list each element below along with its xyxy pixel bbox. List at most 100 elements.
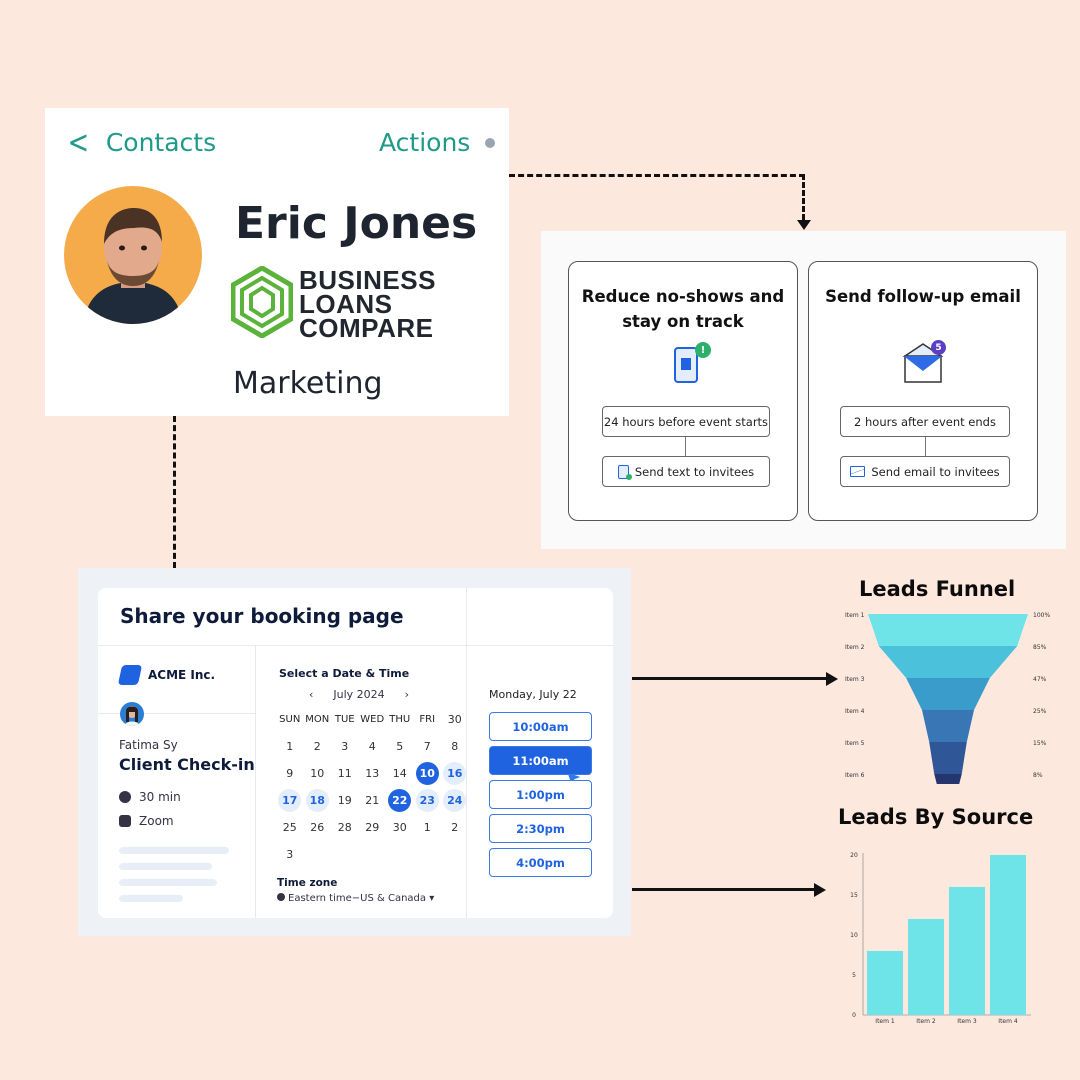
company-name: BUSINESS LOANS COMPARE <box>299 265 436 343</box>
workflow-panel: Reduce no-shows and stay on track ! 24 h… <box>541 231 1066 549</box>
clock-icon <box>119 791 131 803</box>
calendar-day[interactable]: 10 <box>414 760 442 787</box>
calendar-day: 21 <box>365 794 380 807</box>
globe-icon <box>277 893 285 901</box>
time-slot-button[interactable]: 4:00pm <box>489 848 592 877</box>
calendar-day[interactable]: 16 <box>441 760 469 787</box>
org-name: ACME Inc. <box>148 668 216 682</box>
company-logo-icon <box>230 265 294 342</box>
workflow-trigger[interactable]: 24 hours before event starts <box>602 406 770 437</box>
calendar-day[interactable]: 24 <box>441 787 469 814</box>
alert-badge: ! <box>695 342 711 358</box>
calendar-day: 10 <box>310 767 325 780</box>
workflow-card[interactable]: Send follow-up email 5 2 hours after eve… <box>808 261 1038 521</box>
connector-dashed <box>509 174 805 177</box>
connector-line <box>632 677 828 680</box>
calendar-day: 14 <box>392 767 407 780</box>
event-location: Zoom <box>119 814 174 828</box>
calendar-day[interactable]: 23 <box>414 787 442 814</box>
x-tick-label: Item 2 <box>916 1018 936 1025</box>
workflow-action[interactable]: Send email to invitees <box>840 456 1010 487</box>
funnel-segment <box>878 646 1018 678</box>
contact-card: < Contacts Actions Eric Jones BUSINESS L… <box>45 108 509 416</box>
video-icon <box>119 815 131 827</box>
funnel-category-label: Item 2 <box>845 644 865 651</box>
calendar-day: 13 <box>365 767 380 780</box>
calendar-day: 5 <box>396 740 404 753</box>
timezone-select[interactable]: Eastern time−US & Canada ▾ <box>277 893 434 904</box>
funnel-segment <box>929 742 967 774</box>
workflow-action[interactable]: Send text to invitees <box>602 456 770 487</box>
avatar <box>64 186 202 324</box>
count-badge: 5 <box>931 340 946 355</box>
calendar-heading: Select a Date & Time <box>279 667 410 680</box>
calendar-day[interactable]: 17 <box>276 787 304 814</box>
connector-dashed <box>173 416 176 568</box>
timezone-label: Time zone <box>277 877 338 889</box>
workflow-card[interactable]: Reduce no-shows and stay on track ! 24 h… <box>568 261 798 521</box>
funnel-segment <box>922 710 974 742</box>
calendar-day: 28 <box>337 821 352 834</box>
status-dot-icon <box>485 138 495 148</box>
x-tick-label: Item 3 <box>957 1018 977 1025</box>
calendar-day[interactable]: 22 <box>386 787 414 814</box>
funnel-value-label: 47% <box>1033 676 1047 683</box>
chevron-left-icon[interactable]: ‹ <box>309 688 314 701</box>
contact-name: Eric Jones <box>235 198 478 249</box>
calendar-day: 26 <box>310 821 325 834</box>
contact-department: Marketing <box>233 366 383 401</box>
arrow-down-icon <box>797 220 811 230</box>
y-tick-label: 15 <box>850 892 858 899</box>
chevron-left-icon: < <box>67 123 90 161</box>
time-slot-button[interactable]: 1:00pm <box>489 780 592 809</box>
time-slot-button[interactable]: 2:30pm <box>489 814 592 843</box>
booking-panel: Share your booking page ACME Inc. Fatima… <box>78 568 631 936</box>
time-slot-button[interactable]: 11:00am <box>489 746 592 775</box>
booking-page: Share your booking page ACME Inc. Fatima… <box>98 588 613 918</box>
actions-button[interactable]: Actions <box>379 128 471 157</box>
calendar-day: 25 <box>282 821 297 834</box>
acme-logo-icon <box>117 665 143 685</box>
bar <box>990 855 1026 1015</box>
calendar-day[interactable]: 18 <box>304 787 332 814</box>
host-name: Fatima Sy <box>119 738 178 752</box>
event-name: Client Check-in <box>119 755 255 774</box>
funnel-category-label: Item 3 <box>845 676 865 683</box>
y-tick-label: 10 <box>850 932 858 939</box>
funnel-category-label: Item 5 <box>845 740 865 747</box>
funnel-value-label: 8% <box>1033 772 1043 779</box>
funnel-value-label: 15% <box>1033 740 1047 747</box>
selected-date-label: Monday, July 22 <box>489 688 577 701</box>
email-icon <box>850 466 866 477</box>
funnel-segment <box>934 774 962 784</box>
month-navigator: ‹ July 2024 › <box>309 688 409 701</box>
funnel-segment <box>868 614 1028 646</box>
x-tick-label: Item 4 <box>998 1018 1018 1025</box>
back-to-contacts-link[interactable]: < Contacts <box>65 126 216 158</box>
calendar-day: 30 <box>392 821 407 834</box>
funnel-segment <box>906 678 990 710</box>
weekday-header: MON <box>305 714 330 725</box>
month-label: July 2024 <box>333 688 385 701</box>
back-label: Contacts <box>105 127 217 157</box>
calendar-day: 3 <box>341 740 349 753</box>
workflow-trigger[interactable]: 2 hours after event ends <box>840 406 1010 437</box>
calendar-day: 2 <box>313 740 321 753</box>
calendar-day: 29 <box>365 821 380 834</box>
y-tick-label: 0 <box>852 1012 856 1019</box>
weekday-header: WED <box>360 714 385 725</box>
funnel-chart-title: Leads Funnel <box>859 577 1016 601</box>
time-slot-button[interactable]: 10:00am <box>489 712 592 741</box>
calendar-day: 1 <box>423 821 431 834</box>
calendar-day: 8 <box>451 740 459 753</box>
workflow-title: Reduce no-shows and stay on track <box>581 287 785 331</box>
bar-chart-title: Leads By Source <box>838 805 1034 829</box>
y-tick-label: 5 <box>852 972 856 979</box>
bar <box>867 951 903 1015</box>
chevron-right-icon[interactable]: › <box>404 688 409 701</box>
sms-icon <box>617 464 632 480</box>
booking-title: Share your booking page <box>120 604 404 628</box>
